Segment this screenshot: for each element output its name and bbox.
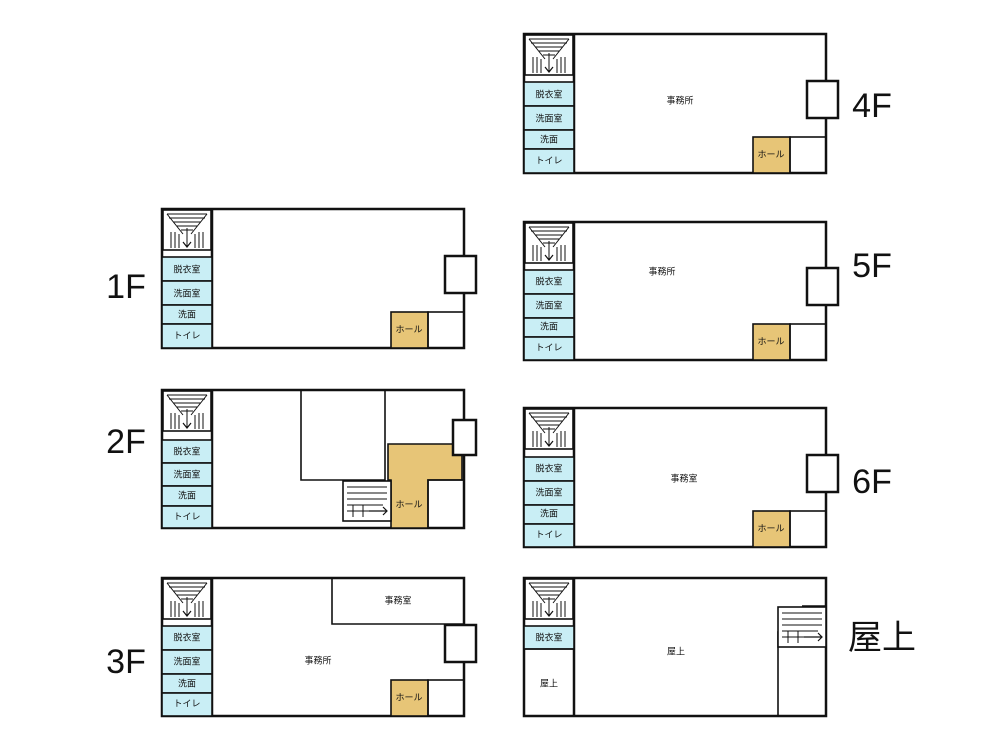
room-office-room: 事務室 xyxy=(670,473,697,485)
room-dressing: 脱衣室 xyxy=(535,632,562,644)
room-dressing: 脱衣室 xyxy=(535,276,562,288)
room-washbasin: 洗面 xyxy=(540,134,558,146)
room-dressing: 脱衣室 xyxy=(535,463,562,475)
floor-label-6f: 6F xyxy=(852,463,892,501)
room-washbasin: 洗面 xyxy=(178,490,196,502)
room-toilet: トイレ xyxy=(535,531,562,541)
room-toilet: トイレ xyxy=(173,513,200,523)
room-dressing: 脱衣室 xyxy=(173,264,200,276)
plan-6f: 脱衣室 洗面室 洗面 トイレ ホール 事務室 6F xyxy=(522,406,892,549)
plan-3f: 脱衣室 洗面室 洗面 トイレ ホール 事務所 事務室 3F xyxy=(106,576,478,718)
staircase-icon xyxy=(524,408,574,450)
room-hall: ホール xyxy=(757,337,784,348)
room-toilet: トイレ xyxy=(173,332,200,342)
staircase-icon xyxy=(162,209,212,251)
staircase-icon xyxy=(524,34,574,76)
floor-label-3f: 3F xyxy=(106,643,146,681)
room-dressing: 脱衣室 xyxy=(173,632,200,644)
room-hall: ホール xyxy=(757,524,784,535)
room-hall: ホール xyxy=(757,150,784,161)
plan-1f: 脱衣室 洗面室 洗面 トイレ ホール 1F xyxy=(106,207,478,350)
plan-5f: 脱衣室 洗面室 洗面 トイレ ホール 事務所 5F xyxy=(522,220,892,362)
plan-4f: 脱衣室 洗面室 洗面 トイレ ホール 事務所 4F xyxy=(522,32,892,175)
floor-label-4f: 4F xyxy=(852,87,892,125)
room-dressing: 脱衣室 xyxy=(535,89,562,101)
interior-stairs-icon xyxy=(342,480,392,522)
room-washroom: 洗面室 xyxy=(173,656,200,668)
staircase-icon xyxy=(524,578,574,620)
room-toilet: トイレ xyxy=(535,157,562,167)
floor-label-1f: 1F xyxy=(106,268,146,306)
room-office-main: 事務所 xyxy=(304,655,331,667)
room-toilet: トイレ xyxy=(173,700,200,710)
room-washbasin: 洗面 xyxy=(178,678,196,690)
room-dressing: 脱衣室 xyxy=(173,446,200,458)
floor-label-5f: 5F xyxy=(852,247,892,285)
room-toilet: トイレ xyxy=(535,344,562,354)
floor-label-roof: 屋上 xyxy=(848,619,916,657)
staircase-icon xyxy=(162,390,212,432)
room-office-main: 事務所 xyxy=(666,95,693,107)
room-washbasin: 洗面 xyxy=(540,508,558,520)
plan-2f: 脱衣室 洗面室 洗面 トイレ ホール 2F xyxy=(106,388,478,530)
room-washroom: 洗面室 xyxy=(535,300,562,312)
staircase-icon xyxy=(162,578,212,620)
staircase-icon xyxy=(524,222,574,264)
roof-stairs-icon xyxy=(777,606,827,648)
room-hall: ホール xyxy=(395,325,422,336)
room-washbasin: 洗面 xyxy=(540,321,558,333)
floor-label-2f: 2F xyxy=(106,423,146,461)
room-washroom: 洗面室 xyxy=(535,487,562,499)
room-washroom: 洗面室 xyxy=(173,469,200,481)
room-office-main: 事務所 xyxy=(648,266,675,278)
room-roof-small: 屋上 xyxy=(540,679,558,690)
room-washroom: 洗面室 xyxy=(173,288,200,300)
room-washbasin: 洗面 xyxy=(178,309,196,321)
room-washroom: 洗面室 xyxy=(535,113,562,125)
room-hall: ホール xyxy=(395,500,422,511)
plan-roof: 脱衣室 屋上 屋上 屋上 xyxy=(522,576,916,718)
room-roof-main: 屋上 xyxy=(667,647,685,658)
room-office-room: 事務室 xyxy=(384,595,411,607)
room-hall: ホール xyxy=(395,693,422,704)
